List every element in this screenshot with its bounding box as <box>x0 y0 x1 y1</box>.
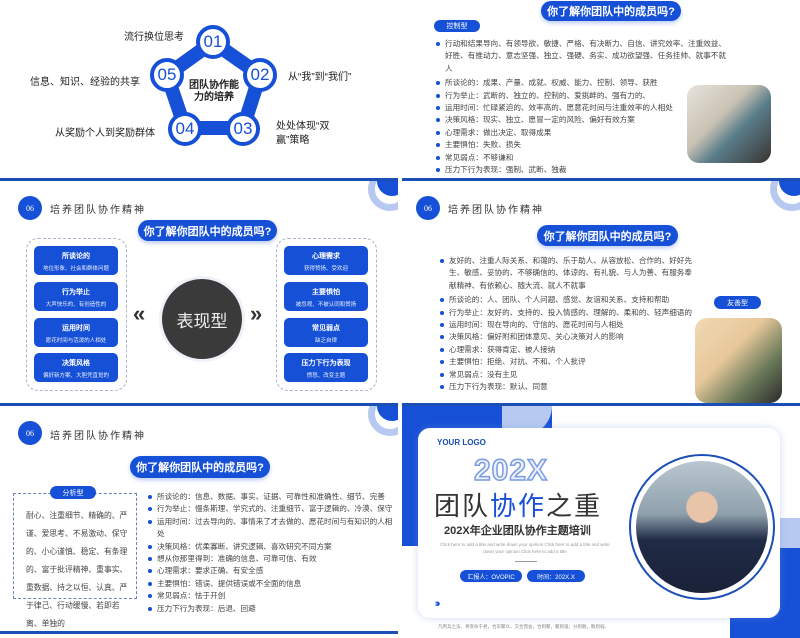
node-01: 01 <box>196 25 230 59</box>
corner-decoration <box>770 181 800 211</box>
trait-list: 行动和结果导向、有领导欲、敏捷、严格、有决断力、自信、讲究效率、注重效益、好胜、… <box>436 38 726 176</box>
trait-item: 常见弱点：没有主见 <box>440 369 692 381</box>
node-02: 02 <box>243 58 277 92</box>
divider-line <box>515 561 537 562</box>
node-03-label: 处处体现“双赢”策略 <box>276 121 330 146</box>
question-title: 你了解你团队中的成员吗? <box>541 1 681 21</box>
trait-item: 所谈论的：成果、产量、成就、权威、能力、控制、领导、获胜 <box>436 77 726 89</box>
trait-item: 想从你那里得到：准确的信息、可靠可信、有效 <box>148 553 398 565</box>
date-pill: 时间：202X.X <box>527 570 585 582</box>
trait-item: 常见弱点：怯于开创 <box>148 590 398 602</box>
trait-item: 心理需求：获得肯定、被人接纳 <box>440 344 692 356</box>
question-title: 你了解你团队中的成员吗? <box>537 225 678 246</box>
trait-item: 友好的、注重人际关系、和蔼的、乐于助人、从容放松、合作的、好好先生、敏感、妥协的… <box>440 255 692 292</box>
section-title: 培养团队协作精神 <box>50 431 146 442</box>
card-talk-topics: 所谈论的地位形象、社会和群体问题 <box>34 246 118 275</box>
description-text: 耐心、注重细节、精确的、严谨、爱思考、不易激动、保守的、小心谨慎、稳定、有条理的… <box>26 511 128 628</box>
divider <box>402 403 800 406</box>
divider <box>0 631 398 634</box>
node-05-label: 信息、知识、经验的共享 <box>30 77 140 88</box>
divider <box>402 178 800 181</box>
section-title: 培养团队协作精神 <box>448 205 544 216</box>
trait-item: 压力下行为表现：强制、武断、独裁 <box>436 164 726 176</box>
type-label: 友善型 <box>714 296 761 309</box>
section-number-badge: 06 <box>18 196 42 220</box>
slide-analytical-type[interactable]: 06 培养团队协作精神 你了解你团队中的成员吗? 分析型 耐心、注重细节、精确的… <box>0 406 398 631</box>
trait-item: 压力下行为表现：后退、回避 <box>148 603 398 615</box>
section-number-badge: 06 <box>18 421 42 445</box>
arrows-icon: ››››› <box>434 598 439 610</box>
card-behavior: 行为举止大声快乐的、有创造性的 <box>34 282 118 311</box>
trait-item: 心理需求：要求正确、有安全感 <box>148 565 398 577</box>
card-time-use: 运用时间愿花时间与活泼的人相处 <box>34 318 118 347</box>
node-03: 03 <box>226 112 260 146</box>
trait-item: 主要惧怕：拒绝、对抗、不和、个人批评 <box>440 356 692 368</box>
trait-item: 压力下行为表现：默认、同意 <box>440 381 692 393</box>
card-decision-style: 决策风格偏好新方案、大胆凭直觉的 <box>34 353 118 382</box>
trait-item: 决策风格：优柔寡断、讲究逻辑、喜欢研究不同方案 <box>148 541 398 553</box>
node-05: 05 <box>150 58 184 92</box>
year-watermark: 202X <box>473 453 549 488</box>
slide-teamwork-diagram[interactable]: 团队协作能力的培养 01 02 03 04 05 流行换位思考 从“我”到“我们… <box>0 0 398 178</box>
node-04-label: 从奖励个人到奖励群体 <box>55 128 155 139</box>
trait-item: 行为举止：友好的、支持的、投入情感的、理解的、柔和的、轻声细语的 <box>440 307 692 319</box>
footer-quote: 凡用兵之法，将受命于君，合军聚众，交合而舍，合则聚，聚则强；分则散，散则弱。 <box>438 624 609 629</box>
cover-subtitle: 202X年企业团队协作主题培训 <box>444 525 591 537</box>
left-card-group <box>26 238 127 391</box>
trait-item: 运用时间：过去导向的、事情来了才去做的、愿花时间与有知识的人相处 <box>148 516 398 541</box>
trait-item: 心理需求：做出决定、取得成果 <box>436 127 726 139</box>
center-type-circle: 表现型 <box>162 279 242 359</box>
card-psych-needs: 心理需求获得赞扬、受欢迎 <box>284 246 368 275</box>
section-title: 培养团队协作精神 <box>50 205 146 216</box>
corner-decoration <box>368 181 398 211</box>
section-number-badge: 06 <box>416 196 440 220</box>
trait-item: 主要惧怕：失败、损失 <box>436 139 726 151</box>
corner-decoration <box>368 406 398 436</box>
trait-item: 行为举止：慢条斯理、学究式的、注重细节、富于逻辑的、冷漠、保守 <box>148 503 398 515</box>
node-01-label: 流行换位思考 <box>124 32 184 43</box>
cover-title: 团队协作之重 <box>434 492 603 521</box>
card-stress-behavior: 压力下行为表现愤怒、改变主题 <box>284 353 368 382</box>
question-title: 你了解你团队中的成员吗? <box>138 220 277 241</box>
trait-item: 行为举止：武断的、独立的、控制的、爱挑衅的、强有力的、 <box>436 90 726 102</box>
logo: YOUR LOGO <box>437 438 486 447</box>
slide-cover[interactable]: YOUR LOGO 202X 团队协作之重 202X年企业团队协作主题培训 Cl… <box>402 406 800 638</box>
celebrating-man-photo <box>636 461 768 593</box>
question-title: 你了解你团队中的成员吗? <box>130 456 270 478</box>
card-fears: 主要惧怕被忽视、不被认同和赞扬 <box>284 282 368 311</box>
placeholder-text: Click here to add a title and write down… <box>440 542 610 554</box>
trait-item: 行动和结果导向、有领导欲、敏捷、严格、有决断力、自信、讲究效率、注重效益、好胜、… <box>436 38 726 75</box>
node-04: 04 <box>168 112 202 146</box>
type-label: 分析型 <box>50 486 96 499</box>
trait-item: 常见弱点：不够谦和 <box>436 152 726 164</box>
reporter-pill: 汇报人：OVOPIC <box>460 570 522 582</box>
trait-list: 友好的、注重人际关系、和蔼的、乐于助人、从容放松、合作的、好好先生、敏感、妥协的… <box>440 255 692 393</box>
chevron-right-icon: » <box>250 301 263 326</box>
node-02-label: 从“我”到“我们” <box>288 72 352 83</box>
trait-item: 主要惧怕：错误、提供错误或不全面的信息 <box>148 578 398 590</box>
card-weakness: 常见弱点缺乏自律 <box>284 318 368 347</box>
diagram-center-text: 团队协作能力的培养 <box>189 80 239 103</box>
trait-item: 运用时间：忙碌紧迫的、效率高的、愿意花时间与注重效率的人相处 <box>436 102 726 114</box>
slide-amiable-type[interactable]: 06 培养团队协作精神 你了解你团队中的成员吗? 友好的、注重人际关系、和蔼的、… <box>402 181 800 403</box>
trait-item: 所谈论的：信息、数据、事实、证据、可靠性和准确性、细节、完善 <box>148 491 398 503</box>
trait-list: 所谈论的：信息、数据、事实、证据、可靠性和准确性、细节、完善 行为举止：慢条斯理… <box>148 491 398 615</box>
type-label: 控制型 <box>434 20 480 32</box>
trait-item: 运用时间：现在导向的、守信的、愿花时间与人相处 <box>440 319 692 331</box>
slide-expressive-type[interactable]: 06 培养团队协作精神 你了解你团队中的成员吗? 所谈论的地位形象、社会和群体问… <box>0 181 398 403</box>
divider <box>0 178 398 181</box>
photo-frame <box>629 454 775 600</box>
trait-item: 所谈论的：人、团队、个人问题、感觉、友谊和关系、支持和帮助 <box>440 294 692 306</box>
office-meeting-photo <box>687 85 771 163</box>
right-card-group <box>276 238 377 391</box>
divider <box>0 403 398 406</box>
team-collaboration-photo <box>695 318 782 403</box>
trait-item: 决策风格：偏好附和团体意见、关心决策对人的影响 <box>440 331 692 343</box>
chevron-left-icon: « <box>133 301 146 326</box>
trait-item: 决策风格：现实、独立、愿冒一定的风险、偏好有效方案 <box>436 114 726 126</box>
slide-controlling-type[interactable]: 你了解你团队中的成员吗? 控制型 行动和结果导向、有领导欲、敏捷、严格、有决断力… <box>402 0 800 178</box>
